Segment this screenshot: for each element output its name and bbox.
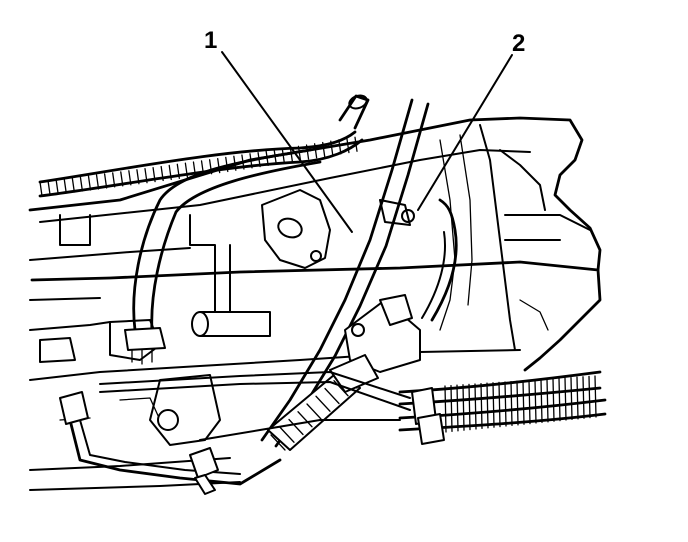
wiring-harness-vertical [132,94,370,334]
throttle-cable [421,198,458,322]
cable-bracket [329,294,421,393]
brake-lines [59,371,411,495]
harness-connector [124,327,166,365]
callout-1-label: 1 [204,27,217,54]
mounting-bracket [261,189,331,269]
corrugated-hoses-right [398,370,607,445]
frame-outline [28,116,602,491]
pipe-stub [191,311,271,337]
callout-leaders [221,51,513,233]
callout-2-label: 2 [512,30,525,57]
